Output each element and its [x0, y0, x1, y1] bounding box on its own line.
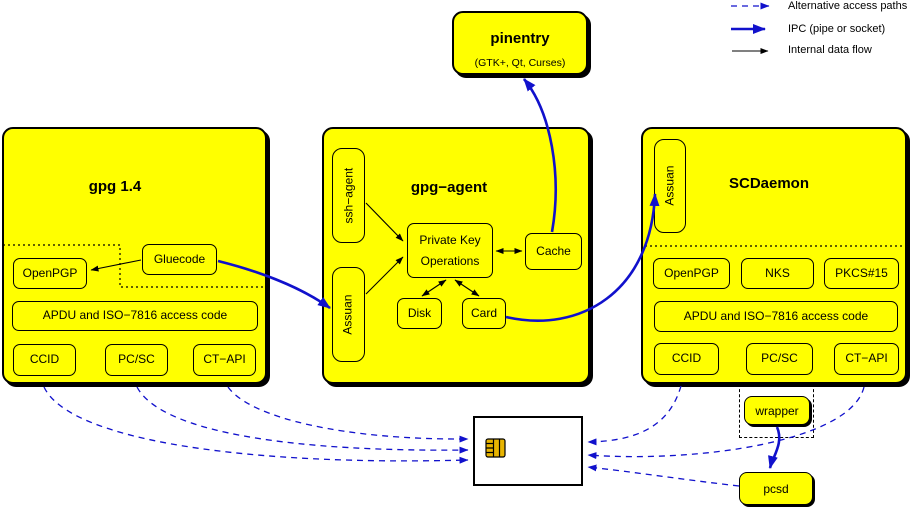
- scdaemon-ccid-box: CCID: [654, 343, 719, 375]
- gpgagent-card-label: Card: [470, 305, 497, 320]
- scdaemon-ccid-label: CCID: [671, 351, 702, 366]
- gpgagent-assuan-label: Assuan: [340, 294, 355, 335]
- scdaemon-apdu-label: APDU and ISO−7816 access code: [683, 308, 869, 323]
- gpgagent-disk-label: Disk: [407, 305, 432, 320]
- scdaemon-pcsc-label: PC/SC: [761, 351, 798, 366]
- gpgagent-pko-line1: Private Key: [419, 232, 481, 247]
- scdaemon-ctapi-label: CT−API: [845, 351, 888, 366]
- smartcard-box: [473, 416, 583, 486]
- gpg14-apdu-box: APDU and ISO−7816 access code: [12, 301, 258, 331]
- gpgagent-card-box: Card: [462, 298, 506, 329]
- gpg14-pcsc-box: PC/SC: [105, 344, 168, 376]
- scdaemon-nks-box: NKS: [741, 258, 814, 289]
- alt-pcsd-card: [587, 464, 740, 487]
- gpg14-title: gpg 1.4: [88, 178, 142, 195]
- gpgagent-assuan-box: Assuan: [332, 267, 365, 362]
- scdaemon-apdu-box: APDU and ISO−7816 access code: [654, 301, 898, 332]
- wrapper-box: wrapper: [744, 396, 810, 425]
- wrapper-label: wrapper: [755, 403, 799, 418]
- alt-gpg14-ctapi-card: [227, 386, 469, 443]
- gpgagent-sshagent-box: ssh−agent: [332, 148, 365, 243]
- scdaemon-pcsc-box: PC/SC: [746, 343, 813, 375]
- gpg14-ctapi-label: CT−API: [203, 352, 246, 367]
- gpgagent-title: gpg−agent: [410, 179, 488, 196]
- gpg14-gluecode-label: Gluecode: [153, 251, 206, 266]
- gpg14-openpgp-box: OpenPGP: [13, 258, 87, 289]
- alt-gpg14-ccid-card: [43, 386, 469, 464]
- pcsd-box: pcsd: [739, 472, 813, 505]
- gpg14-openpgp-label: OpenPGP: [22, 265, 78, 280]
- gpg14-apdu-label: APDU and ISO−7816 access code: [42, 308, 228, 323]
- alt-gpg14-pcsc-card: [136, 386, 469, 454]
- gpgagent-pko-box: Private Key Operations: [407, 223, 493, 278]
- gpgagent-disk-box: Disk: [397, 298, 442, 329]
- scdaemon-pkcs15-box: PKCS#15: [824, 258, 899, 289]
- gpgagent-cache-label: Cache: [536, 243, 571, 258]
- scdaemon-title: SCDaemon: [728, 175, 810, 192]
- gpg14-gluecode-box: Gluecode: [142, 244, 217, 275]
- scdaemon-openpgp-label: OpenPGP: [664, 265, 719, 280]
- gpg14-ccid-label: CCID: [29, 352, 60, 367]
- gpg14-ctapi-box: CT−API: [193, 344, 256, 376]
- gpg14-pcsc-label: PC/SC: [118, 352, 155, 367]
- gpgagent-cache-box: Cache: [525, 233, 582, 270]
- alt-scdaemon-ccid-card: [587, 385, 682, 446]
- legend-alt-label: Alternative access paths: [788, 0, 908, 12]
- gpgagent-sshagent-label: ssh−agent: [340, 167, 355, 224]
- legend-internal-label: Internal data flow: [788, 44, 872, 56]
- scdaemon-assuan-label: Assuan: [662, 165, 677, 207]
- scdaemon-ctapi-box: CT−API: [834, 343, 899, 375]
- pinentry-subtitle: (GTK+, Qt, Curses): [474, 57, 566, 69]
- gpgagent-pko-line2: Operations: [420, 253, 480, 268]
- pinentry-title: pinentry: [490, 30, 550, 47]
- gpg14-ccid-box: CCID: [13, 344, 76, 376]
- legend-ipc-label: IPC (pipe or socket): [788, 23, 886, 35]
- alt-scdaemon-ctapi-card: [587, 386, 865, 460]
- scdaemon-pkcs15-label: PKCS#15: [835, 265, 888, 280]
- smartcard-chip-icon: [485, 438, 506, 458]
- pcsd-label: pcsd: [763, 481, 789, 496]
- scdaemon-openpgp-box: OpenPGP: [653, 258, 730, 289]
- scdaemon-nks-label: NKS: [765, 265, 790, 280]
- pinentry-box: pinentry (GTK+, Qt, Curses): [452, 11, 588, 75]
- scdaemon-assuan-box: Assuan: [654, 139, 686, 233]
